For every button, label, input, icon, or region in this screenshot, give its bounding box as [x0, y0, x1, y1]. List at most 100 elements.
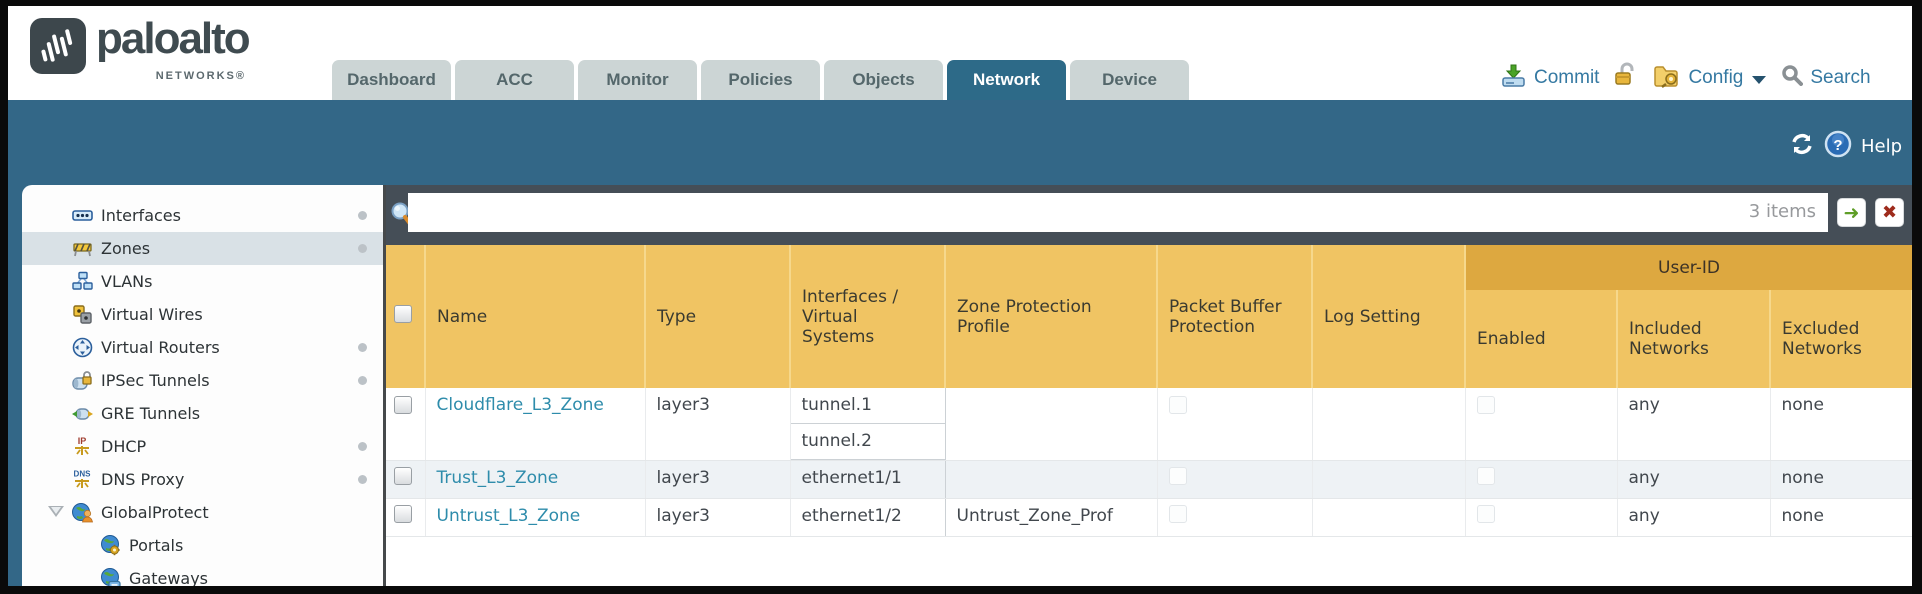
included-networks: any [1617, 460, 1771, 499]
app-window: paloalto NETWORKS® Dashboard ACC Monitor… [8, 6, 1912, 586]
column-header-excluded-networks[interactable]: Excluded Networks [1770, 290, 1912, 388]
dns-proxy-icon: DNS [71, 468, 94, 491]
zone-protection-profile: Untrust_Zone_Prof [945, 498, 1158, 537]
filter-input[interactable] [408, 193, 1828, 232]
sidebar-item-vlans[interactable]: VLANs [22, 265, 383, 298]
status-dot [358, 343, 367, 352]
user-id-enabled-checkbox[interactable] [1476, 467, 1495, 485]
zone-name-link[interactable]: Cloudflare_L3_Zone [436, 395, 604, 415]
tab-policies[interactable]: Policies [701, 60, 820, 100]
sidebar-item-label: VLANs [101, 272, 153, 291]
svg-text:IP: IP [78, 436, 87, 446]
status-dot [358, 376, 367, 385]
filter-bar: 3 items ➜ ✖ [386, 185, 1912, 245]
column-header-packet-buffer-protection[interactable]: Packet Buffer Protection [1157, 245, 1313, 388]
sidebar-item-label: Zones [101, 239, 151, 258]
status-dot [358, 442, 367, 451]
tab-objects[interactable]: Objects [824, 60, 943, 100]
svg-text:DNS: DNS [74, 470, 92, 479]
packet-buffer-protection-checkbox[interactable] [1168, 467, 1187, 485]
sidebar-item-interfaces[interactable]: Interfaces [22, 199, 383, 232]
row-checkbox[interactable] [394, 467, 412, 485]
sidebar-item-gre-tunnels[interactable]: GRE Tunnels [22, 397, 383, 430]
commit-button[interactable]: Commit [1534, 67, 1600, 88]
row-checkbox[interactable] [394, 396, 412, 414]
help-icon[interactable]: ? [1824, 130, 1852, 162]
interfaces-icon [71, 204, 94, 227]
column-header-name[interactable]: Name [425, 245, 646, 388]
excluded-networks: none [1770, 498, 1912, 537]
clear-filter-button[interactable]: ✖ [1875, 198, 1904, 227]
zone-name-link[interactable]: Untrust_L3_Zone [436, 506, 581, 526]
chevron-down-icon[interactable] [1752, 76, 1767, 84]
tab-device[interactable]: Device [1070, 60, 1189, 100]
ipsec-tunnels-icon [71, 369, 94, 392]
column-header-interfaces[interactable]: Interfaces / Virtual Systems [790, 245, 946, 388]
sidebar-panel: Interfaces Zones VLANs Virtual Wires [22, 185, 383, 586]
zone-type: layer3 [645, 460, 791, 499]
interface-cell: ethernet1/1 [801, 468, 902, 488]
expander-triangle-icon[interactable] [48, 506, 64, 517]
sidebar-item-dns-proxy[interactable]: DNS DNS Proxy [22, 463, 383, 496]
lock-open-icon[interactable] [1614, 62, 1638, 94]
row-checkbox[interactable] [394, 505, 412, 523]
included-networks: any [1617, 388, 1771, 461]
gateways-icon [99, 567, 122, 586]
virtual-wires-icon [71, 303, 94, 326]
sidebar-item-portals[interactable]: Portals [22, 529, 383, 562]
svg-text:?: ? [1833, 137, 1842, 154]
config-icon [1653, 62, 1681, 94]
user-id-enabled-checkbox[interactable] [1476, 396, 1495, 414]
tab-dashboard[interactable]: Dashboard [332, 60, 451, 100]
sidebar-item-globalprotect[interactable]: GlobalProtect [22, 496, 383, 529]
sidebar-divider[interactable] [383, 185, 386, 586]
sidebar-item-label: GlobalProtect [101, 503, 209, 522]
interface-cell: tunnel.1 [791, 388, 944, 424]
brand-name: paloalto [96, 14, 251, 63]
virtual-routers-icon [71, 336, 94, 359]
select-all-checkbox[interactable] [394, 305, 412, 323]
portals-icon [99, 534, 122, 557]
tab-monitor[interactable]: Monitor [578, 60, 697, 100]
dhcp-icon: IP [71, 435, 94, 458]
search-button[interactable]: Search [1810, 67, 1871, 88]
sidebar-item-zones[interactable]: Zones [22, 232, 383, 265]
packet-buffer-protection-checkbox[interactable] [1168, 396, 1187, 414]
column-header-included-networks[interactable]: Included Networks [1617, 290, 1771, 388]
sidebar-item-virtual-routers[interactable]: Virtual Routers [22, 331, 383, 364]
zones-table: Name Type Interfaces / Virtual Systems Z… [386, 245, 1912, 537]
sidebar-item-virtual-wires[interactable]: Virtual Wires [22, 298, 383, 331]
vlans-icon [71, 270, 94, 293]
excluded-networks: none [1770, 388, 1912, 461]
zone-type: layer3 [645, 388, 791, 461]
column-header-enabled[interactable]: Enabled [1465, 290, 1618, 388]
help-link[interactable]: Help [1860, 135, 1902, 157]
column-group-user-id: User-ID [1465, 245, 1912, 290]
column-header-zone-protection-profile[interactable]: Zone Protection Profile [945, 245, 1158, 388]
sidebar-item-label: DNS Proxy [101, 470, 185, 489]
paloalto-logo-icon [30, 18, 86, 74]
column-header-type[interactable]: Type [645, 245, 791, 388]
tab-network[interactable]: Network [947, 60, 1066, 100]
zone-name-link[interactable]: Trust_L3_Zone [436, 468, 559, 488]
packet-buffer-protection-checkbox[interactable] [1168, 505, 1187, 523]
sidebar-item-label: Portals [129, 536, 184, 555]
zone-protection-profile [945, 388, 1158, 461]
zones-icon [71, 237, 94, 260]
sidebar-item-label: Virtual Wires [101, 305, 203, 324]
gre-tunnels-icon [71, 402, 94, 425]
sidebar-item-gateways[interactable]: Gateways [22, 562, 383, 586]
apply-filter-button[interactable]: ➜ [1837, 198, 1866, 227]
refresh-icon[interactable] [1789, 131, 1815, 161]
user-id-enabled-checkbox[interactable] [1476, 505, 1495, 523]
sidebar-item-ipsec-tunnels[interactable]: IPSec Tunnels [22, 364, 383, 397]
column-header-log-setting[interactable]: Log Setting [1312, 245, 1466, 388]
tab-acc[interactable]: ACC [455, 60, 574, 100]
config-button[interactable]: Config [1688, 67, 1744, 88]
sub-header-bar: ? Help [8, 100, 1912, 185]
search-icon [1781, 64, 1804, 92]
status-dot [358, 211, 367, 220]
zone-type: layer3 [645, 498, 791, 537]
sidebar-item-dhcp[interactable]: IP DHCP [22, 430, 383, 463]
